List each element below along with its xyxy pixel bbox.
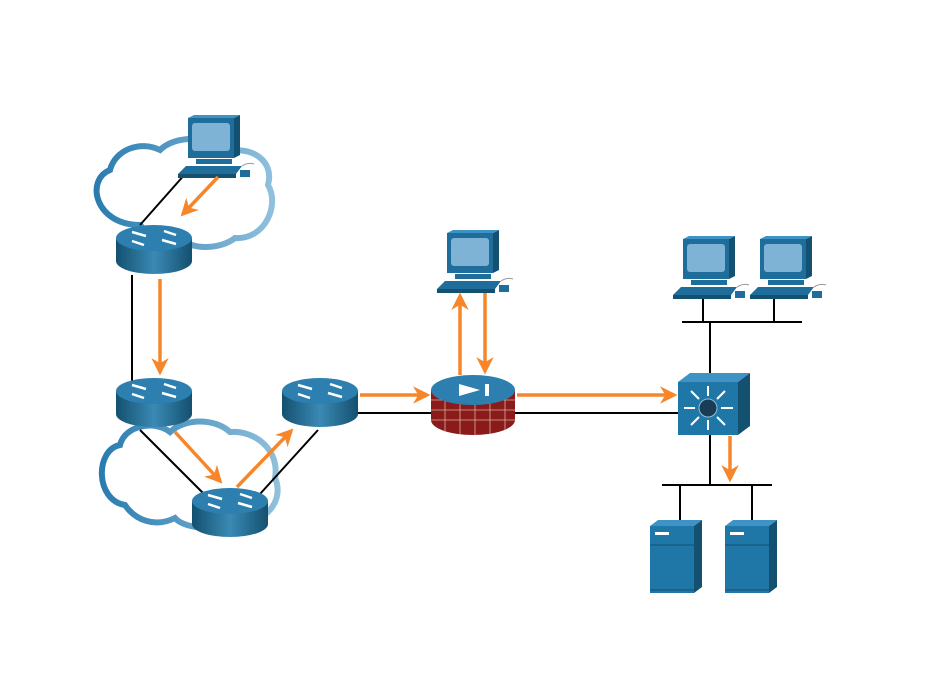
firewall-icon[interactable]: [431, 375, 515, 435]
links: [131, 172, 802, 522]
server-icon[interactable]: [724, 519, 778, 594]
router-icon[interactable]: [114, 223, 194, 276]
pc-icon[interactable]: [672, 235, 750, 300]
server-icon[interactable]: [649, 519, 703, 594]
traffic-arrow: [235, 428, 294, 489]
switch-icon[interactable]: [678, 373, 750, 435]
router-icon[interactable]: [280, 376, 360, 429]
pc-icon[interactable]: [749, 235, 827, 300]
pc-icon[interactable]: [436, 229, 514, 294]
router-icon[interactable]: [190, 486, 270, 539]
traffic-arrow: [180, 175, 220, 217]
traffic-arrow: [173, 430, 223, 484]
traffic-arrows: [151, 175, 739, 489]
router-icon[interactable]: [114, 376, 194, 429]
